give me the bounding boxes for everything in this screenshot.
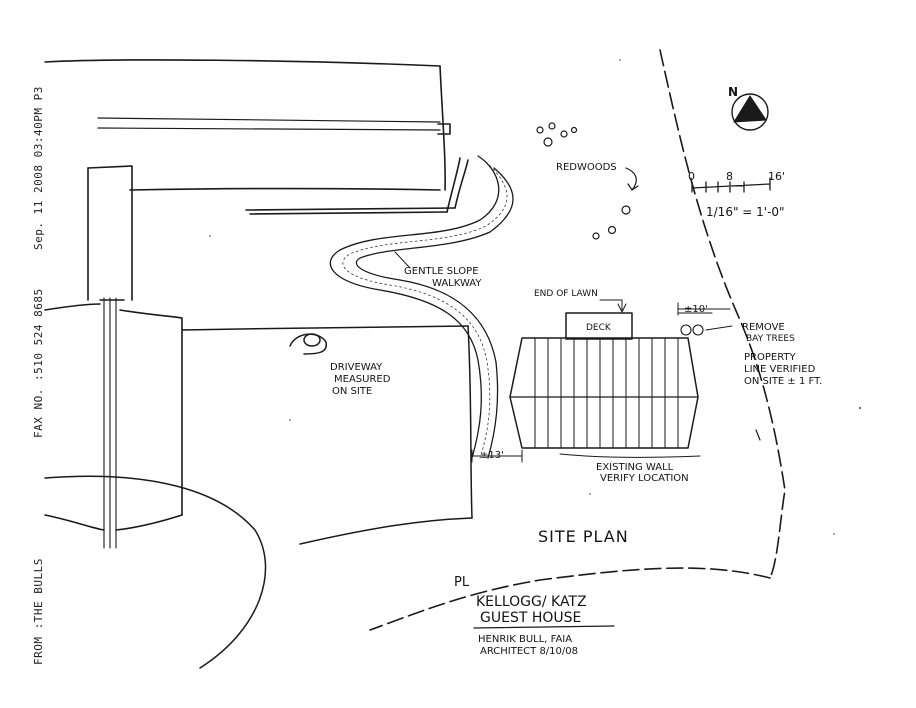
fax-header: Sep. 11 2008 03:40PM P3 FAX NO. :510 524… xyxy=(32,86,45,665)
property-line-marker: PL xyxy=(454,429,761,590)
left-wing-outline xyxy=(44,165,183,549)
dimensions xyxy=(471,302,731,463)
architect-name: HENRIK BULL, FAIA xyxy=(478,634,572,645)
label-gentle-slope: GENTLE SLOPE xyxy=(404,266,479,277)
label-property: PROPERTY xyxy=(744,352,797,363)
architect-date: ARCHITECT 8/10/08 xyxy=(480,646,578,657)
north-letter: N xyxy=(728,85,738,99)
fax-from: FROM :THE BULLS xyxy=(32,558,45,665)
label-bay-trees: BAY TREES xyxy=(746,334,795,344)
label-driveway-on-site: ON SITE xyxy=(332,386,372,397)
label-measured: MEASURED xyxy=(334,374,391,385)
site-plan-title: SITE PLAN xyxy=(538,527,629,546)
scale-tick-0: 0 xyxy=(688,170,695,183)
label-line-verified: LINE VERIFIED xyxy=(744,364,816,375)
main-house-outline xyxy=(44,59,469,215)
fax-number: FAX NO. :510 524 8685 xyxy=(32,288,45,438)
scale-bar: 0 8 16' 1/16" = 1'-0" xyxy=(688,170,785,219)
annotations: REDWOODS GENTLE SLOPE WALKWAY END OF LAW… xyxy=(330,162,822,546)
project-name: KELLOGG/ KATZ xyxy=(476,594,587,610)
pl-marker-label: PL xyxy=(454,575,470,590)
paper-specks xyxy=(209,59,861,535)
label-walkway: WALKWAY xyxy=(432,278,482,289)
property-line xyxy=(369,49,786,631)
label-remove: REMOVE xyxy=(742,322,785,333)
project-type: GUEST HOUSE xyxy=(480,610,581,626)
guest-house-building xyxy=(509,299,733,458)
label-driveway: DRIVEWAY xyxy=(330,362,383,373)
label-dim-10: ±10' xyxy=(684,304,708,315)
label-existing-wall: EXISTING WALL xyxy=(596,462,674,473)
fax-date-line: Sep. 11 2008 03:40PM P3 xyxy=(32,86,45,250)
driveway-bush xyxy=(303,333,321,347)
label-deck: DECK xyxy=(586,323,612,333)
label-dim-13: ±13' xyxy=(480,450,504,461)
label-redwoods: REDWOODS xyxy=(556,162,617,173)
scale-tick-16: 16' xyxy=(768,170,785,183)
scale-tick-8: 8 xyxy=(726,170,733,183)
north-arrow: N xyxy=(728,85,769,131)
redwood-trees xyxy=(536,122,639,240)
label-on-site: ON SITE ± 1 FT. xyxy=(744,376,822,387)
walkway xyxy=(329,155,514,459)
deck xyxy=(565,312,633,340)
scale-ratio: 1/16" = 1'-0" xyxy=(706,205,785,219)
driveway-outline xyxy=(44,325,473,669)
label-verify-location: VERIFY LOCATION xyxy=(600,473,689,484)
title-block: KELLOGG/ KATZ GUEST HOUSE HENRIK BULL, F… xyxy=(473,594,615,657)
label-end-of-lawn: END OF LAWN xyxy=(534,289,598,299)
